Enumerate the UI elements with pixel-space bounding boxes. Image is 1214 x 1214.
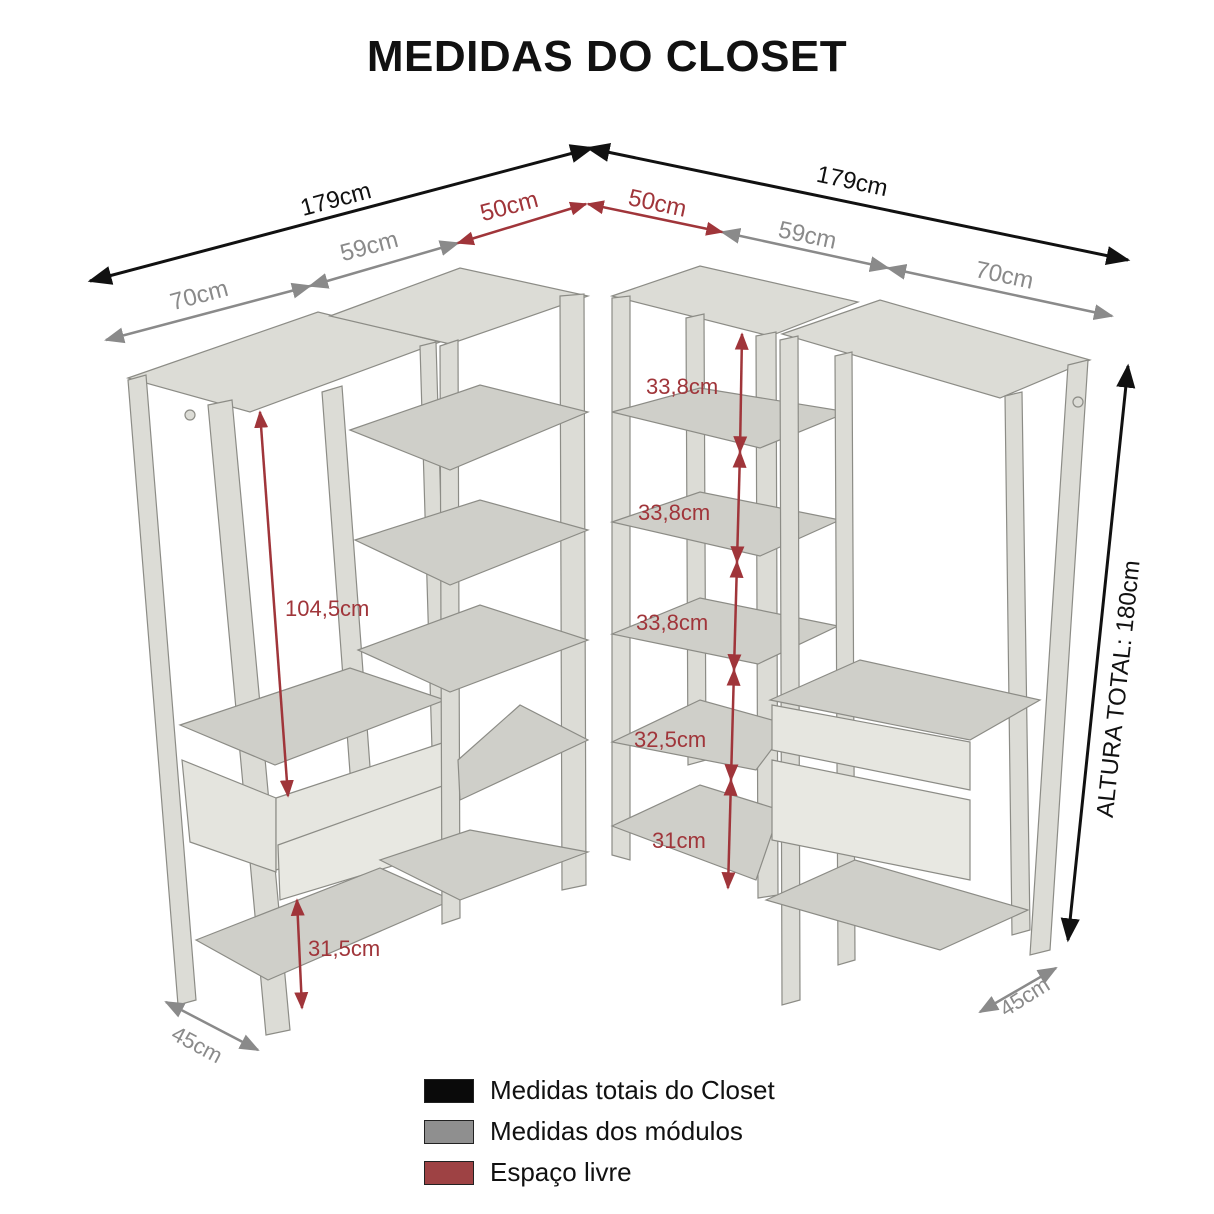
legend-swatch-red: [424, 1160, 474, 1185]
left-shelf-module: [327, 267, 591, 925]
shelf-space-label-4: 32,5cm: [634, 727, 707, 752]
legend-swatch-gray: [424, 1119, 474, 1144]
legend-label: Medidas dos módulos: [490, 1116, 743, 1146]
legend-item-modules: Medidas dos módulos: [424, 1111, 775, 1152]
right-shelf-module: [609, 265, 861, 899]
page-title: MEDIDAS DO CLOSET: [366, 32, 848, 81]
legend-label: Espaço livre: [490, 1157, 632, 1187]
legend: Medidas totais do Closet Medidas dos mód…: [424, 1070, 775, 1193]
shelf-space-label-2: 33,8cm: [638, 500, 711, 525]
shelf-space-label-3: 33,8cm: [636, 610, 709, 635]
total-dimension-lines: [87, 142, 1136, 943]
shelf-space-label-1: 33,8cm: [646, 374, 719, 399]
bottom-left-space-label: 31,5cm: [308, 936, 381, 961]
right-hanging-module: [764, 299, 1092, 1006]
legend-swatch-black: [424, 1078, 474, 1103]
hanging-space-label: 104,5cm: [285, 596, 370, 621]
legend-label: Medidas totais do Closet: [490, 1075, 775, 1105]
shelf-space-label-5: 31cm: [652, 828, 706, 853]
free-space-lines: [254, 200, 749, 1010]
module-dimension-lines: [104, 227, 1114, 1052]
legend-item-free: Espaço livre: [424, 1152, 775, 1193]
legend-item-total: Medidas totais do Closet: [424, 1070, 775, 1111]
